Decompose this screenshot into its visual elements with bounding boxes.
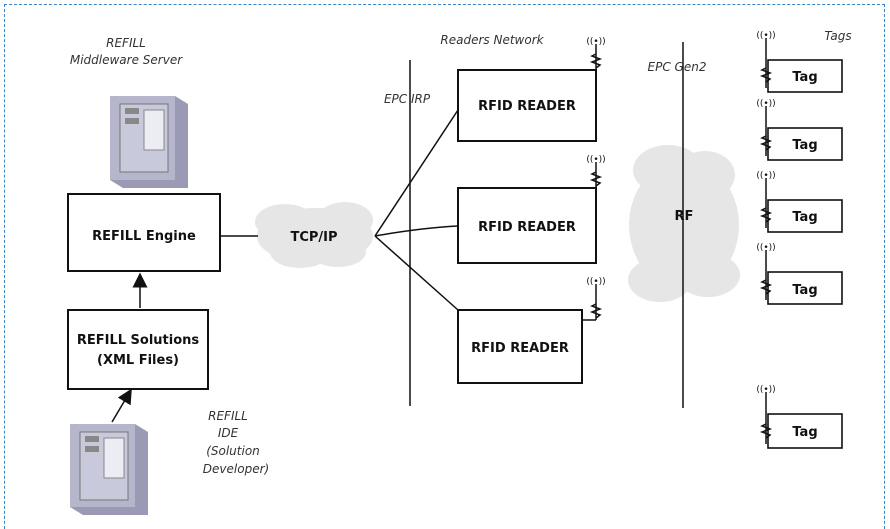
reader-1-label: RFID READER xyxy=(478,99,576,114)
ide-label-line1: REFILL xyxy=(208,409,248,423)
antenna-icon: ((•)) xyxy=(586,37,605,47)
middleware-label-line1: REFILL xyxy=(106,36,146,50)
refill-solutions-box: REFILL Solutions (XML Files) xyxy=(67,309,209,390)
ide-label-line2: IDE xyxy=(218,426,239,440)
tcpip-label: TCP/IP xyxy=(290,230,337,245)
tag-2: Tag ((•)) xyxy=(756,99,843,161)
epc-gen2-label: EPC Gen2 xyxy=(648,60,707,74)
refill-engine-label: REFILL Engine xyxy=(92,229,196,244)
rf-label: RF xyxy=(675,209,694,224)
rfid-reader-3: RFID READER ((•)) xyxy=(457,277,606,384)
reader-2-label: RFID READER xyxy=(478,220,576,235)
rf-cloud: RF xyxy=(628,145,740,302)
rfid-reader-2: RFID READER ((•)) xyxy=(457,155,606,264)
antenna-icon: ((•)) xyxy=(586,155,605,165)
tags-label: Tags xyxy=(824,29,851,43)
cloud-to-reader2-line xyxy=(374,225,459,237)
reader-3-label: RFID READER xyxy=(471,341,569,356)
dashed-border xyxy=(4,4,885,529)
ide-server-icon xyxy=(70,424,148,515)
middleware-label-line2: Middleware Server xyxy=(70,53,183,67)
middleware-server-icon xyxy=(110,96,188,188)
antenna-icon: ((•)) xyxy=(756,31,775,41)
ide-label-line4: Developer) xyxy=(203,462,269,476)
cloud-to-reader3-line xyxy=(374,235,459,311)
antenna-icon: ((•)) xyxy=(756,99,775,109)
readers-network-label: Readers Network xyxy=(440,33,544,47)
antenna-icon: ((•)) xyxy=(756,171,775,181)
tag-4: Tag ((•)) xyxy=(756,243,843,305)
tcpip-cloud: TCP/IP xyxy=(255,202,373,268)
ide-to-solutions-arrow xyxy=(111,388,132,423)
ide-label-line3: (Solution xyxy=(206,444,260,458)
refill-engine-box: REFILL Engine xyxy=(67,193,221,272)
cloud-to-reader1-line xyxy=(374,109,459,237)
refill-solutions-label: REFILL Solutions xyxy=(77,333,200,348)
tag-3-label: Tag xyxy=(792,210,817,225)
xml-files-label: (XML Files) xyxy=(97,353,179,368)
antenna-icon: ((•)) xyxy=(586,277,605,287)
tag-2-label: Tag xyxy=(792,138,817,153)
epc-irp-label: EPC IRP xyxy=(384,92,431,106)
tag-1-label: Tag xyxy=(792,70,817,85)
antenna-icon: ((•)) xyxy=(756,243,775,253)
tag-4-label: Tag xyxy=(792,283,817,298)
tag-5-label: Tag xyxy=(792,425,817,440)
tag-1: Tag ((•)) xyxy=(756,31,843,93)
antenna-icon: ((•)) xyxy=(756,385,775,395)
tag-3: Tag ((•)) xyxy=(756,171,843,233)
rfid-reader-1: RFID READER ((•)) xyxy=(457,37,606,142)
tag-5: Tag ((•)) xyxy=(756,385,843,449)
